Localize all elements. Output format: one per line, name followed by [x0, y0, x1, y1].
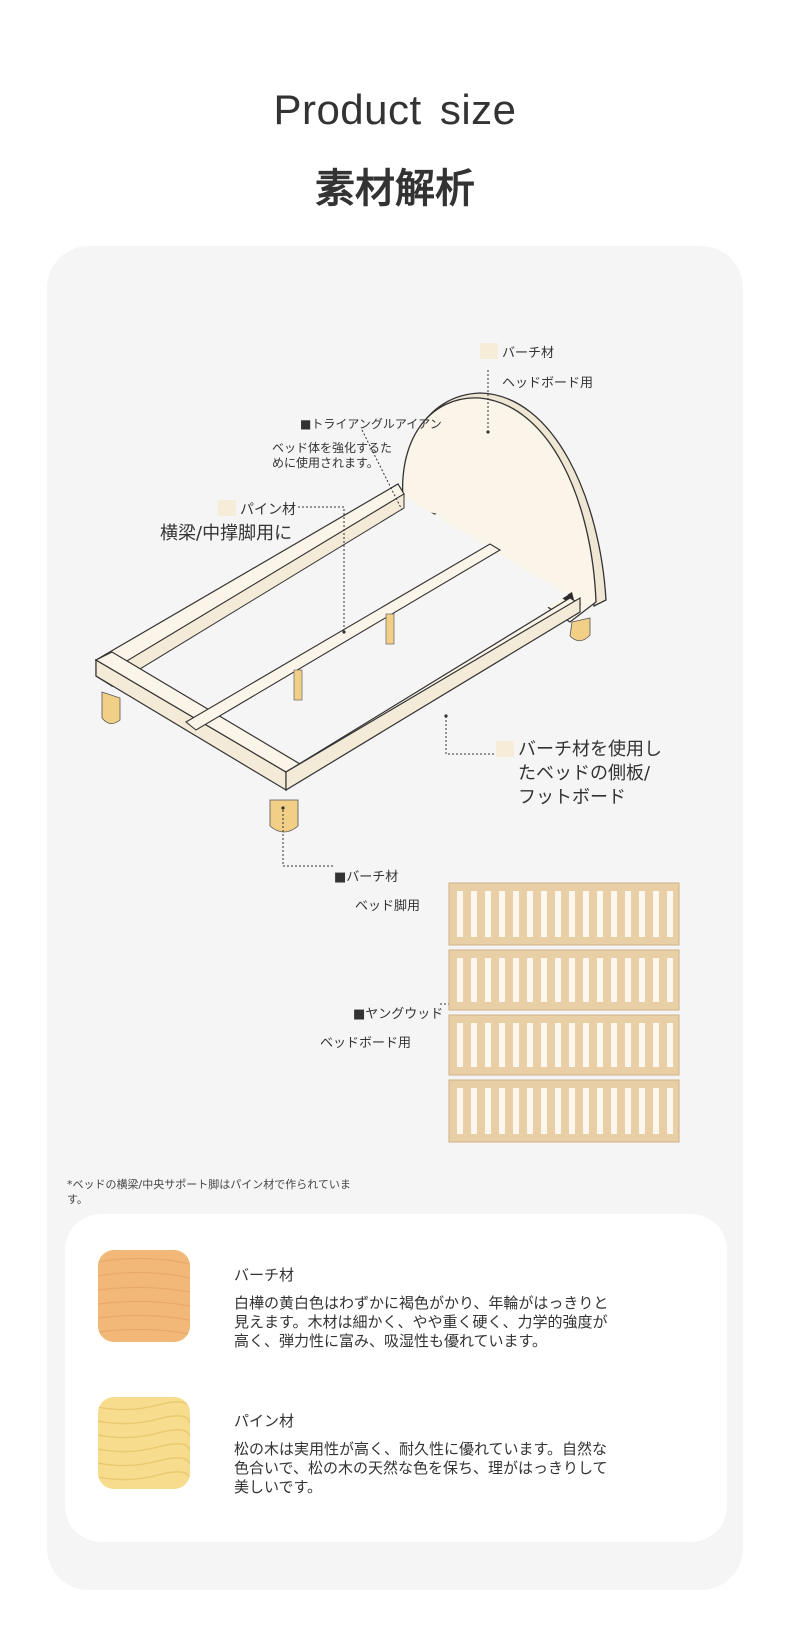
- label-young-wood-use: ベッドボード用: [320, 1036, 412, 1051]
- material-desc-birch-3: 高く、弾力性に富み、吸湿性も優れています。: [234, 1332, 548, 1350]
- label-pine: パイン材: [218, 499, 296, 519]
- material-name-pine: パイン材: [234, 1412, 295, 1430]
- materials-card: バーチ材 白樺の黄白色はわずかに褐色がかり、年輪がはっきりと 見えます。木材は細…: [65, 1214, 727, 1542]
- footnote: *ベッドの横梁/中央サポート脚はパイン材で作られています。: [67, 1178, 351, 1206]
- bed-frame-illustration: [94, 370, 680, 1143]
- material-desc-birch-2: 見えます。木材は細かく、やや重く硬く、力学的強度が: [234, 1313, 608, 1331]
- slat-boards: [448, 882, 680, 1143]
- label-birch-side: バーチ材を使用し: [496, 738, 662, 762]
- label-triangle-iron: ■トライアングルアイアン: [300, 417, 442, 431]
- label-pine-use: 横梁/中撑脚用に: [160, 523, 293, 544]
- material-desc-pine-3: 美しいです。: [234, 1478, 323, 1496]
- label-birch-headboard-use: ヘッドボード用: [502, 376, 594, 391]
- material-desc-pine-1: 松の木は実用性が高く、耐久性に優れています。自然な: [234, 1440, 608, 1458]
- label-triangle-iron-desc-1: ベッド体を強化するた: [272, 441, 393, 455]
- label-birch-side-2: たベッドの側板/: [518, 763, 651, 784]
- label-birch-leg-use: ベッド脚用: [355, 899, 421, 914]
- label-birch-headboard: バーチ材: [480, 342, 554, 361]
- pine-wood-swatch: [98, 1397, 190, 1489]
- label-young-wood: ■ヤングウッド: [353, 1007, 444, 1022]
- material-desc-birch-1: 白樺の黄白色はわずかに褐色がかり、年輪がはっきりと: [234, 1294, 609, 1312]
- swatch-marker: [218, 500, 236, 516]
- swatch-marker: [496, 741, 514, 757]
- swatch-marker: [480, 343, 498, 359]
- page-title-ja: 素材解析: [315, 166, 475, 212]
- page-title-en: Product size: [273, 86, 517, 133]
- material-desc-pine-2: 色合いで、松の木の天然な色を保ち、理がはっきりして: [234, 1459, 608, 1477]
- label-triangle-iron-desc-2: めに使用されます。: [272, 456, 379, 470]
- label-birch-leg: ■バーチ材: [334, 870, 399, 885]
- birch-wood-swatch: [98, 1250, 190, 1342]
- label-birch-side-3: フットボード: [518, 787, 626, 808]
- material-name-birch: バーチ材: [234, 1266, 295, 1284]
